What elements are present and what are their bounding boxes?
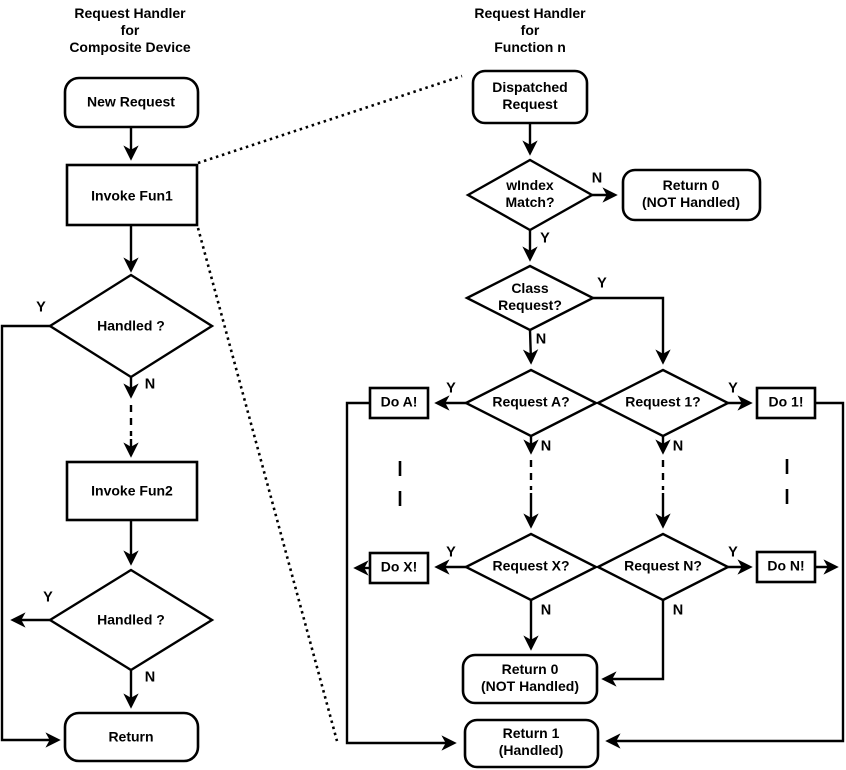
do-1-node — [755, 386, 817, 420]
invoke-fun2-node — [65, 460, 199, 522]
do-a-node — [368, 386, 430, 420]
edge-requestn-no — [601, 600, 665, 687]
edge-do1-rail-return1 — [605, 401, 845, 749]
zoom-connector-top — [197, 74, 463, 165]
request-n-diamond — [595, 532, 731, 602]
zoom-connector-bottom — [196, 227, 339, 742]
edge-handled1-yes-rail — [0, 324, 61, 748]
do-x-node — [368, 551, 430, 585]
invoke-fun1-node — [65, 163, 199, 227]
class-request-diamond — [464, 264, 596, 332]
edge-class-yes — [593, 296, 671, 365]
return0-top-node — [621, 168, 762, 222]
windex-match-diamond — [465, 158, 595, 232]
handled2-diamond — [47, 568, 215, 672]
do-n-node — [755, 550, 817, 584]
return-node — [63, 711, 200, 763]
request-1-diamond — [595, 368, 731, 438]
request-x-diamond — [463, 532, 599, 602]
new-request-node — [63, 76, 200, 129]
return1-node — [463, 718, 600, 769]
edge-class-no — [522, 329, 539, 365]
request-a-diamond — [463, 368, 599, 438]
edge-doa-rail-return1 — [345, 401, 457, 751]
return0-bottom-node — [461, 653, 599, 705]
dispatched-request-node — [471, 69, 589, 125]
handled1-diamond — [47, 273, 215, 379]
